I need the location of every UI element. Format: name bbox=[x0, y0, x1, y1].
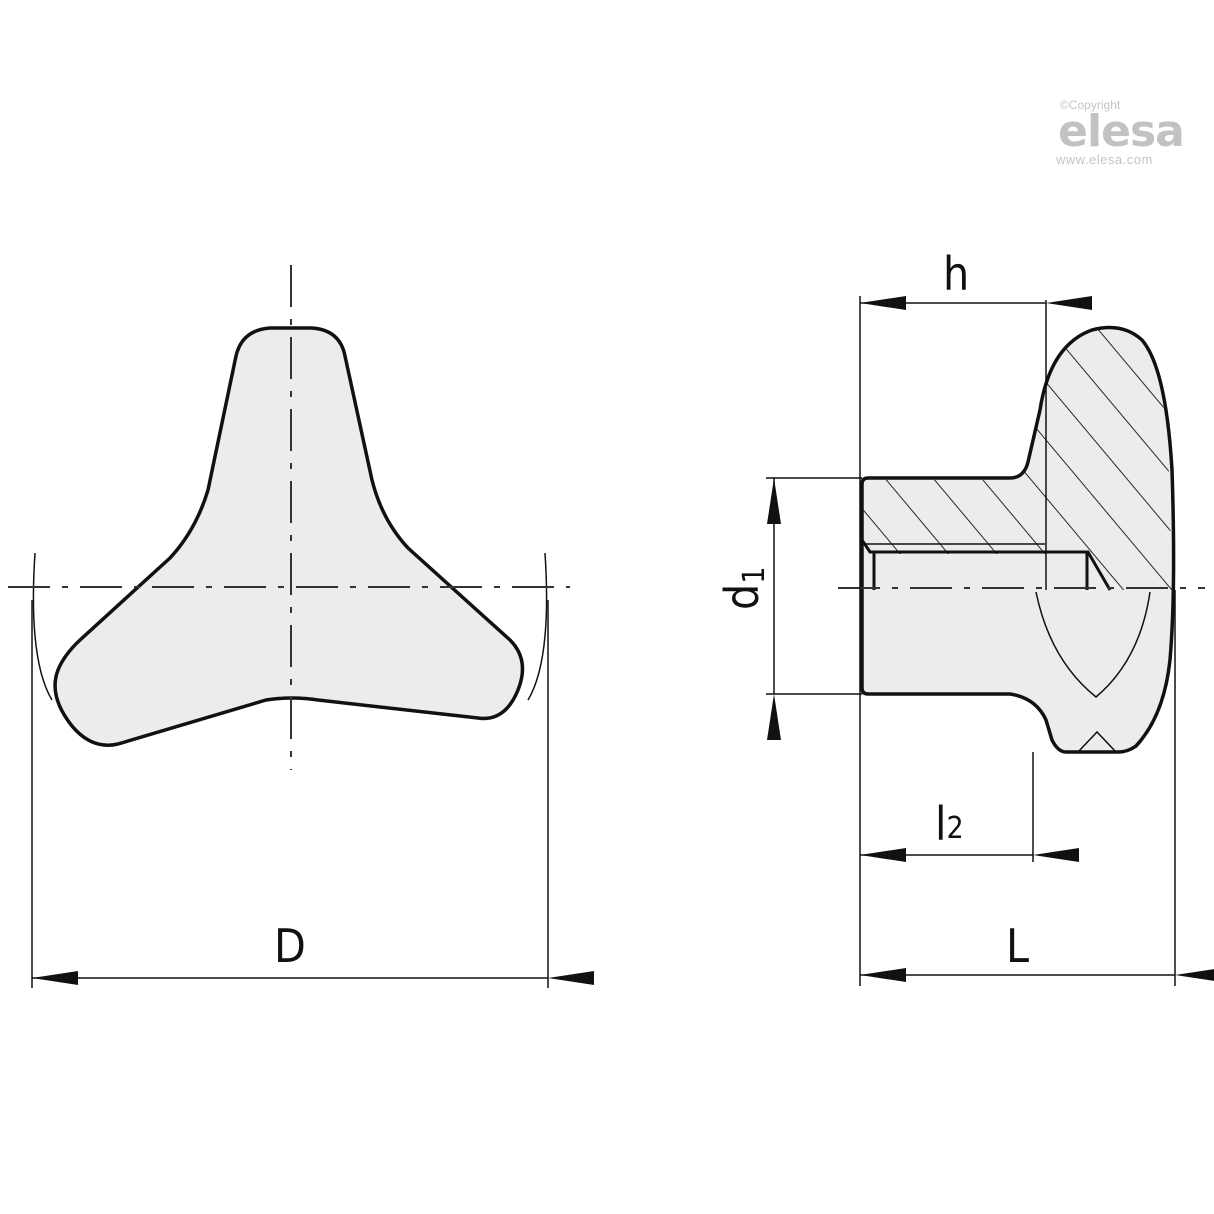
three-lobe-knob-outline bbox=[53, 326, 525, 747]
lobe-edge-curve bbox=[1035, 591, 1151, 698]
front-view: D bbox=[8, 265, 594, 988]
website-url: www.elesa.com bbox=[1056, 152, 1153, 167]
brand-logo: elesa bbox=[1058, 106, 1185, 157]
dimension-label-l2: l2 bbox=[935, 797, 964, 851]
diameter-arc-left bbox=[32, 552, 53, 701]
copyright-text: ©Copyright bbox=[1060, 98, 1121, 112]
dimension-label-h: h bbox=[943, 247, 969, 301]
svg-text:d1: d1 bbox=[715, 567, 772, 610]
elesa-watermark: ©Copyright elesa www.elesa.com bbox=[1056, 98, 1186, 167]
lobe-notch bbox=[1077, 730, 1117, 753]
dimension-label-L: L bbox=[1006, 919, 1029, 973]
diameter-arc-right bbox=[527, 552, 548, 701]
dimension-label-d1: d1 bbox=[715, 567, 772, 610]
side-view: h d1 l2 L bbox=[715, 247, 1214, 986]
bore-outline bbox=[860, 539, 1112, 591]
dimension-label-D: D bbox=[274, 919, 306, 973]
bore-cavity bbox=[876, 554, 1085, 588]
